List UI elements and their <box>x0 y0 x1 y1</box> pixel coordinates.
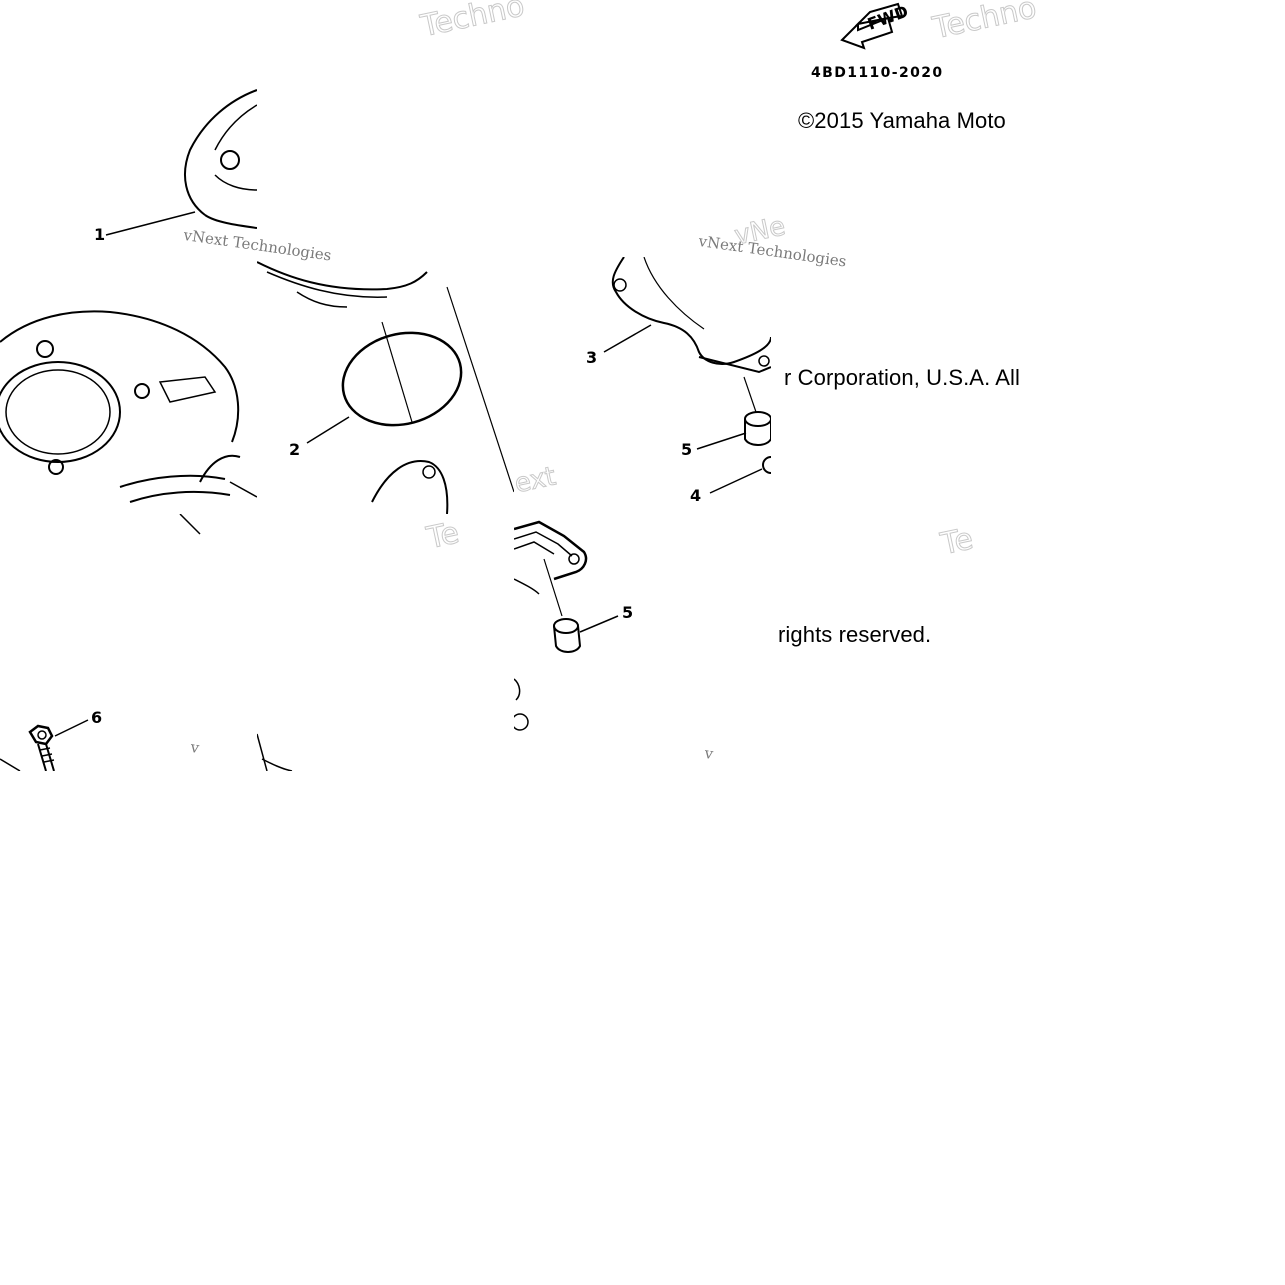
dowel-pin-lower <box>553 618 582 653</box>
copyright-line-3: rights reserved. <box>778 622 932 647</box>
copyright-line-2: r Corporation, U.S.A. All <box>784 365 1021 390</box>
cylinder-head-drawing <box>105 89 257 236</box>
callout-5-lower: 5 <box>622 603 634 622</box>
tile-mid-right <box>514 257 771 514</box>
tile-low-center <box>257 514 514 771</box>
lower-gasket-drawing <box>514 520 619 731</box>
tile-mid-center <box>257 257 514 514</box>
fwd-arrow-icon: FWD <box>840 2 911 50</box>
oring-drawing <box>257 261 514 514</box>
gasket-drawing <box>603 257 771 494</box>
callout-6: 6 <box>91 708 103 727</box>
cylinder-drawing <box>0 310 257 503</box>
tile-top-right: FWD <box>770 0 1027 257</box>
tile-mid-left <box>0 257 257 514</box>
tile-top-left <box>0 0 257 257</box>
crankcase-drawing <box>257 733 293 771</box>
bolt-drawing <box>0 514 201 771</box>
watermark-te-mid: Te <box>423 515 463 557</box>
copyright-line-1: ©2015 Yamaha Moto <box>798 108 1006 133</box>
callout-2: 2 <box>289 440 301 459</box>
callout-3: 3 <box>586 348 598 367</box>
callout-4: 4 <box>690 486 702 505</box>
tile-low-center-right <box>514 514 771 771</box>
tile-low-left <box>0 514 257 771</box>
callout-1: 1 <box>94 225 106 244</box>
bolt-icon <box>28 724 55 771</box>
callout-5-upper: 5 <box>681 440 693 459</box>
part-number: 4BD1110-2020 <box>811 65 944 81</box>
dowel-pin-upper <box>744 411 771 446</box>
watermark-techno-top: Techno <box>417 0 528 45</box>
watermark-te-right: Te <box>937 521 977 563</box>
